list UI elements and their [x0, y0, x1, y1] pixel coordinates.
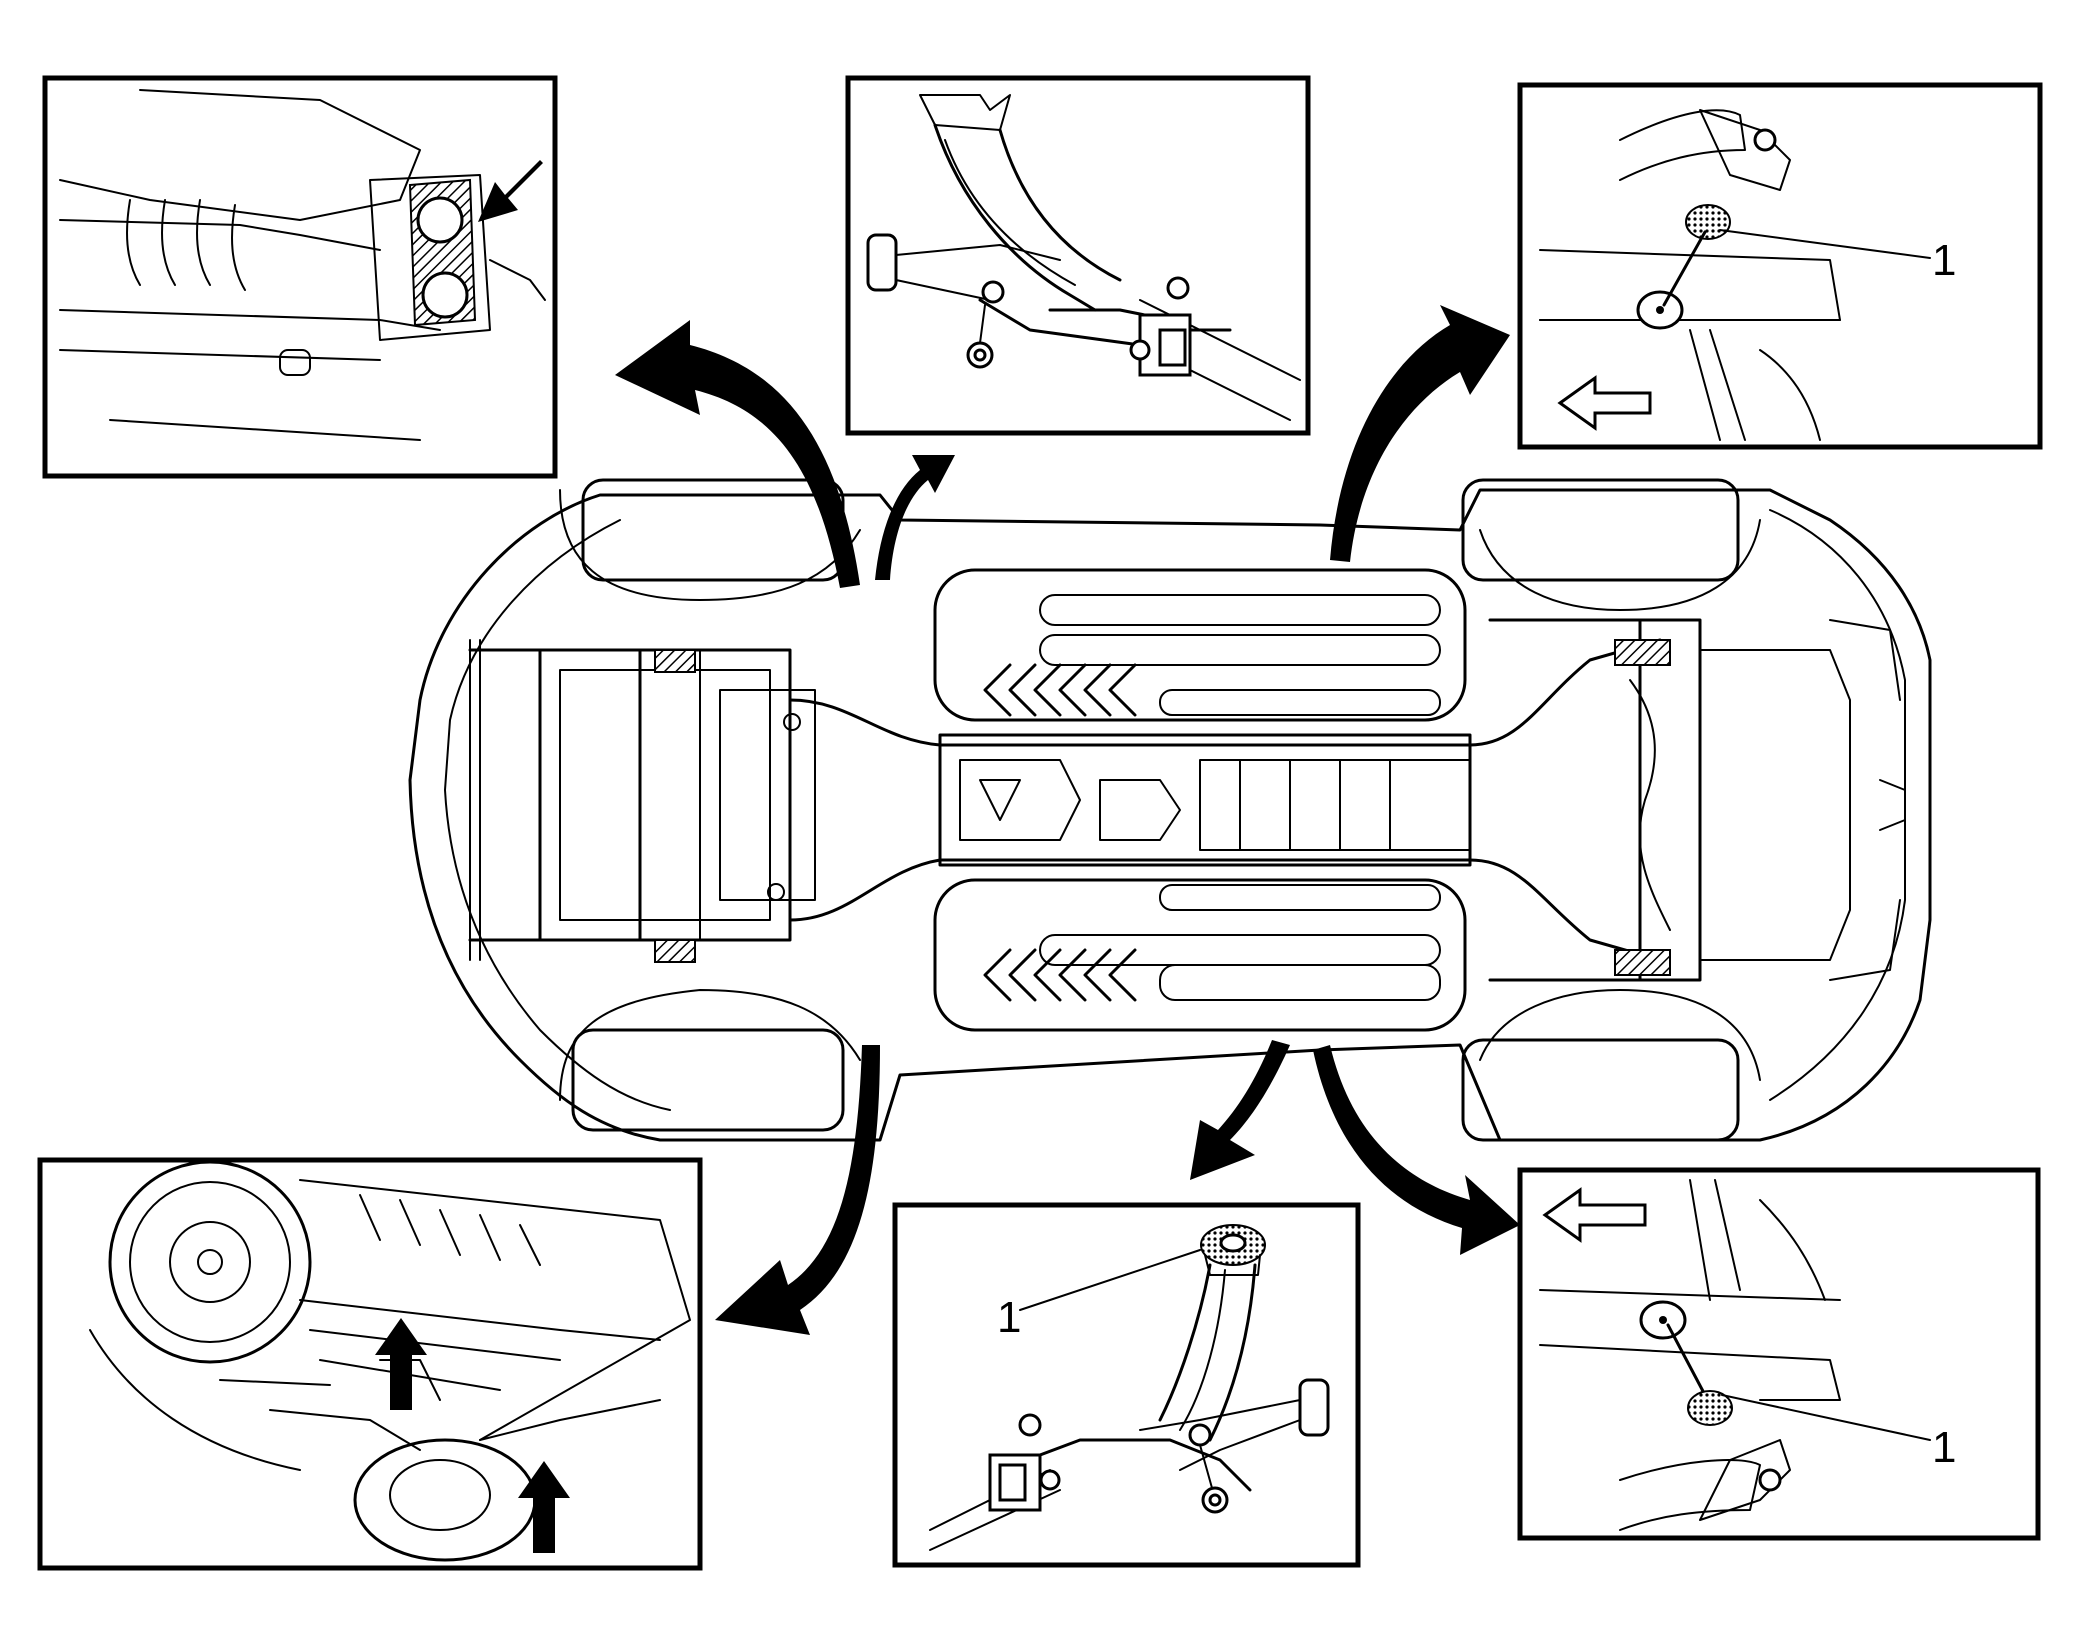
forward-arrow-icon [1542, 1187, 1647, 1243]
callout-label-1: 1 [997, 1293, 1021, 1342]
callout-label-1: 1 [1932, 1423, 1956, 1472]
lift-point-arrow [518, 1461, 570, 1553]
inset-top-right: 1 [1517, 82, 2043, 450]
pointer-arrows [615, 305, 1520, 1335]
vehicle-underbody [408, 478, 1932, 1142]
lift-point-arrow [375, 1318, 427, 1410]
inset-top-left [42, 75, 558, 479]
inset-bottom-left [37, 1157, 703, 1571]
arrow-to-top-right-inset [1330, 305, 1510, 562]
callout-label-1: 1 [1932, 236, 1956, 285]
arrow-to-top-center-inset [875, 455, 955, 580]
arrow-to-bottom-right-inset [1313, 1045, 1520, 1255]
forward-arrow-icon [1557, 375, 1652, 431]
inset-top-center [845, 75, 1311, 436]
arrow-to-top-left-inset [615, 320, 860, 588]
pointer-arrow [478, 160, 543, 222]
arrow-to-bottom-left-inset [715, 1045, 880, 1335]
arrow-to-bottom-center-inset [1190, 1040, 1290, 1180]
inset-bottom-center: 1 [892, 1202, 1361, 1568]
inset-bottom-right: 1 [1517, 1167, 2041, 1541]
